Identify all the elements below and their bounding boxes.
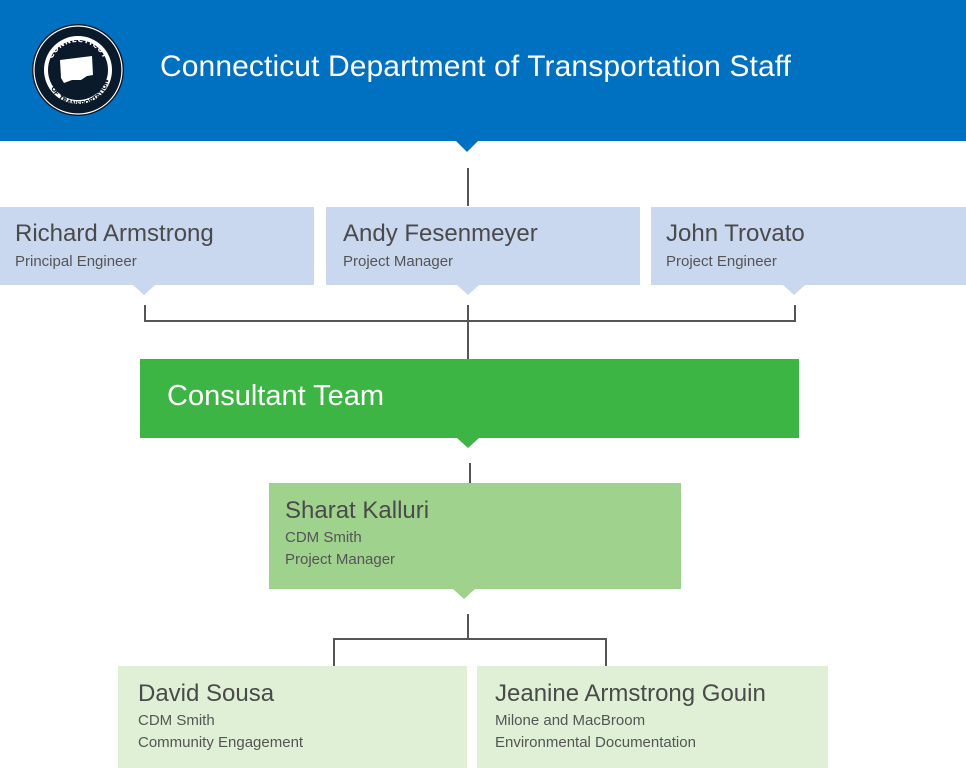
ctdot-seal-icon: CONNECTICUT DEPARTMENT OF TRANSPORTATION (32, 24, 124, 116)
consultant-team-banner (140, 359, 799, 438)
staff-name: Andy Fesenmeyer (343, 220, 538, 247)
staff-card-pointer (133, 285, 155, 295)
staff-name: Richard Armstrong (15, 220, 214, 247)
lead-card-pointer (453, 589, 475, 599)
member-name: David Sousa (138, 680, 275, 707)
lead-name: Sharat Kalluri (285, 497, 430, 524)
lead-role: Project Manager (285, 551, 396, 568)
connector-member-right-drop (605, 638, 607, 666)
consultant-team-title: Consultant Team (167, 380, 385, 412)
staff-card-pointer (783, 285, 805, 295)
staff-card-john-trovato (651, 207, 966, 285)
staff-name: John Trovato (666, 220, 805, 247)
header-banner (0, 0, 966, 141)
connector-staff-right-drop (794, 305, 796, 321)
staff-role: Project Engineer (666, 253, 777, 270)
connector-members-bar (333, 638, 607, 640)
member-company: CDM Smith (138, 712, 215, 729)
member-role: Environmental Documentation (495, 734, 696, 751)
connector-lead-center (467, 614, 469, 639)
connector-staff-bar (144, 320, 796, 322)
page-title: Connecticut Department of Transportation… (160, 50, 792, 83)
consultant-team-pointer (457, 438, 479, 448)
connector-header-to-staff (467, 168, 469, 206)
member-role: Community Engagement (138, 734, 304, 751)
connector-staff-left-drop (144, 305, 146, 321)
member-name: Jeanine Armstrong Gouin (495, 680, 766, 707)
header-pointer (456, 141, 478, 152)
member-card-david-sousa (118, 666, 467, 768)
connector-member-left-drop (333, 638, 335, 666)
connector-team-to-lead (469, 463, 471, 483)
lead-company: CDM Smith (285, 529, 362, 546)
member-card-jeanine-armstrong-gouin (477, 666, 828, 768)
staff-card-andy-fesenmeyer (326, 207, 640, 285)
staff-card-richard-armstrong (0, 207, 314, 285)
connector-staff-center (467, 305, 469, 359)
staff-role: Principal Engineer (15, 253, 137, 270)
staff-role: Project Manager (343, 253, 454, 270)
lead-card-sharat-kalluri (269, 483, 681, 589)
staff-card-pointer (457, 285, 479, 295)
member-company: Milone and MacBroom (495, 712, 646, 729)
